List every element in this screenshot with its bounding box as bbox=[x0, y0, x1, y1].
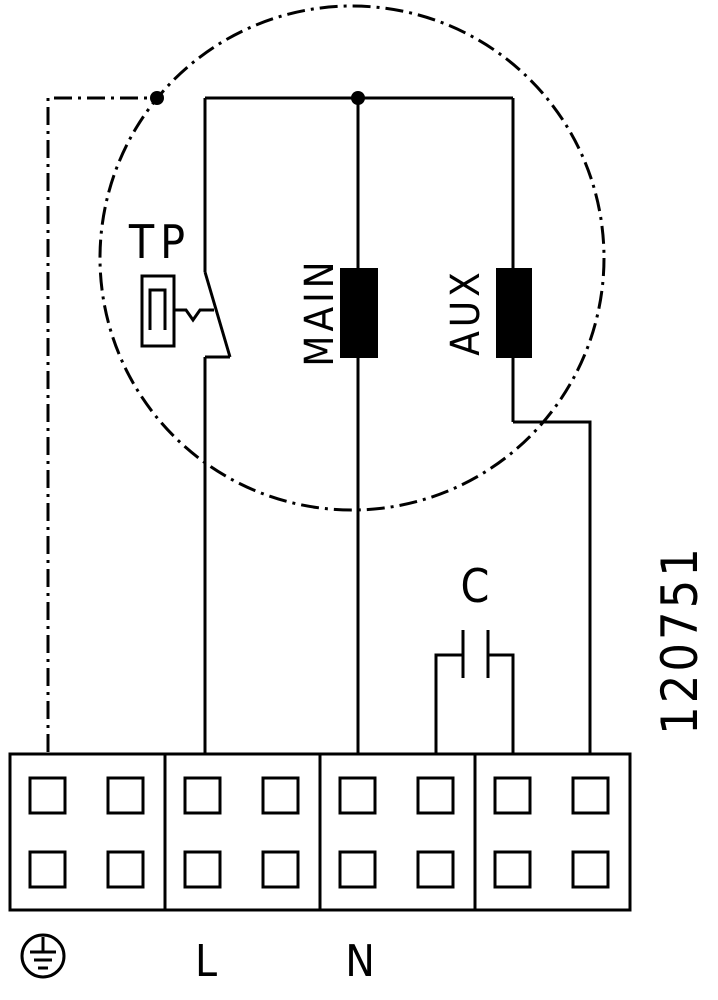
capacitor bbox=[434, 630, 515, 754]
earth-conductor bbox=[46, 96, 157, 752]
aux-winding bbox=[496, 98, 592, 754]
terminal-block bbox=[8, 752, 632, 912]
motor-housing-outline bbox=[98, 4, 606, 512]
main-winding bbox=[340, 98, 378, 754]
thermal-protector bbox=[140, 274, 214, 348]
terminal-screws-top-row bbox=[28, 776, 610, 815]
earth-ground-icon bbox=[20, 933, 66, 979]
earth-junction-dot bbox=[150, 91, 164, 105]
main-winding-label: MAIN bbox=[297, 257, 343, 366]
drawing-number: 120751 bbox=[651, 545, 709, 735]
terminal-screws-bottom-row bbox=[28, 850, 610, 889]
capacitor-label: C bbox=[461, 559, 490, 613]
live-terminal-label: L bbox=[195, 936, 217, 987]
neutral-terminal-label: N bbox=[345, 936, 375, 987]
live-wire bbox=[203, 98, 232, 754]
aux-winding-label: AUX bbox=[443, 268, 489, 356]
thermal-protector-label: TP bbox=[128, 215, 191, 269]
